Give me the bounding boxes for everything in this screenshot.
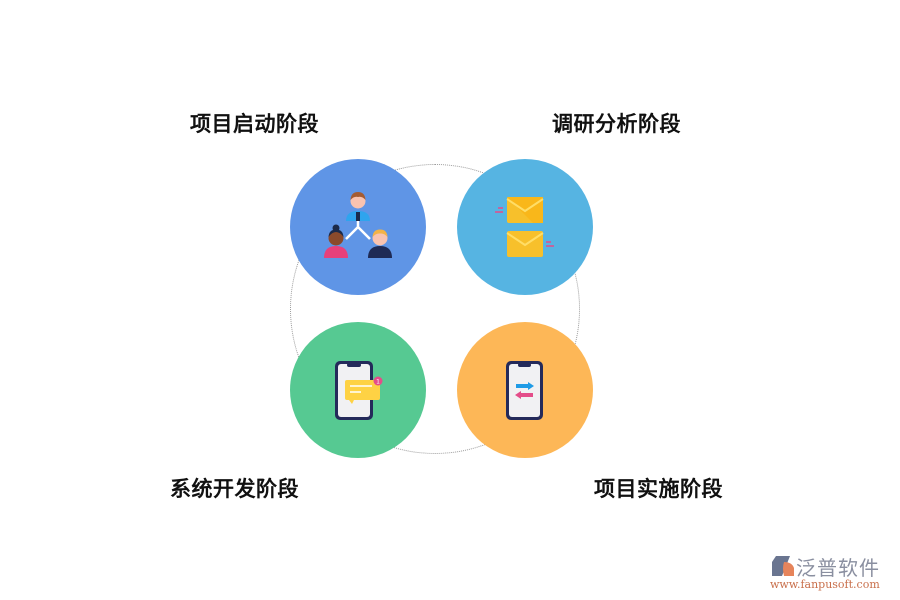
phone-transfer-icon (506, 361, 543, 420)
svg-text:1: 1 (376, 379, 380, 386)
stage-circle-system-development: 1 (290, 322, 426, 458)
stage-label-project-implementation: 项目实施阶段 (594, 477, 723, 501)
envelopes-icon (495, 197, 554, 257)
phone-message-icon: 1 (335, 361, 383, 420)
logo-title: 泛普软件 (796, 556, 880, 580)
stage-label-research-analysis: 调研分析阶段 (552, 112, 681, 136)
team-hierarchy-icon (324, 192, 392, 258)
logo-url: www.fanpusoft.com (770, 578, 880, 591)
stage-circle-project-implementation (457, 322, 593, 458)
stage-label-project-start: 项目启动阶段 (190, 112, 319, 136)
dotted-ring (290, 164, 580, 454)
fanpu-logo-icon (772, 556, 794, 576)
stage-circle-project-start (290, 159, 426, 295)
stage-circle-research-analysis (457, 159, 593, 295)
fanpu-logo: 泛普软件 www.fanpusoft.com (768, 552, 894, 594)
stage-label-system-development: 系统开发阶段 (170, 477, 299, 501)
